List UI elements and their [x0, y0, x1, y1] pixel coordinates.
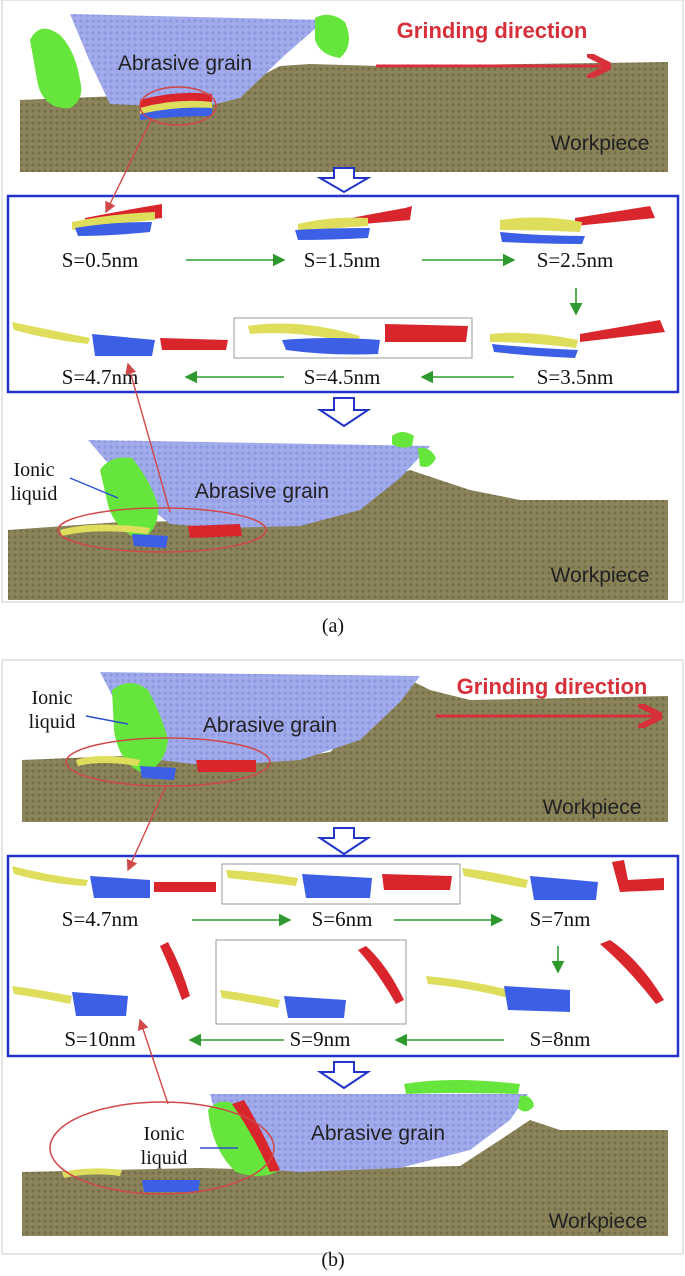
panel-b-sequence: S=4.7nm S=6nm S=7nm S=8nm S=9n — [6, 854, 680, 1058]
ionic-liquid-cluster-top — [518, 1095, 534, 1112]
workpiece-label: Workpiece — [543, 796, 642, 819]
snapshot-s9 — [220, 946, 404, 1018]
layer-yellow — [60, 524, 150, 536]
down-arrow-icon — [316, 167, 372, 194]
layer-blue — [142, 1180, 200, 1192]
layer-red — [140, 92, 212, 108]
callout-circle — [139, 86, 217, 126]
ionic-liquid-cluster-top — [418, 447, 436, 467]
snapshot-s05 — [72, 204, 162, 236]
grinding-direction-label: Grinding direction — [397, 18, 588, 43]
ionic-liquid-label: liquid — [141, 1147, 188, 1169]
snapshot-s7 — [462, 860, 664, 900]
sequence-frame — [6, 854, 680, 1058]
panel-b-bottom-snapshot: Abrasive grain Workpiece Ionic liquid — [22, 1080, 668, 1236]
layer-yellow — [140, 100, 212, 114]
layer-blue — [140, 766, 176, 780]
step-label: S=1.5nm — [304, 248, 381, 272]
callout-line — [126, 785, 167, 872]
abrasive-grain-shape — [70, 14, 325, 108]
ionic-liquid-cluster — [112, 683, 168, 772]
layer-yellow — [62, 1168, 122, 1178]
snapshot-s10 — [12, 942, 190, 1016]
callout-circle — [49, 1101, 275, 1195]
snapshot-s8 — [426, 940, 664, 1012]
layer-yellow — [76, 756, 140, 766]
snapshot-s6 — [226, 870, 452, 898]
ionic-liquid-cluster-top — [404, 1080, 520, 1094]
step-label: S=4.7nm — [62, 907, 139, 931]
step-label: S=9nm — [290, 1027, 351, 1051]
callout-line — [137, 1018, 169, 1105]
panel-caption: (a) — [322, 615, 344, 637]
layer-red — [196, 760, 256, 772]
ionic-liquid-pointer — [69, 477, 119, 499]
abrasive-grain-shape — [100, 672, 420, 766]
layer-blue — [140, 107, 212, 120]
down-arrow-icon — [316, 1061, 372, 1090]
ionic-liquid-label: Ionic — [13, 459, 54, 481]
layer-red — [232, 1100, 280, 1172]
workpiece-label: Workpiece — [551, 564, 650, 587]
step-label: S=8nm — [530, 1027, 591, 1051]
callout-line — [125, 362, 171, 513]
layer-blue — [132, 534, 168, 548]
abrasive-grain-label: Abrasive grain — [118, 52, 252, 75]
workpiece-slab — [8, 470, 668, 600]
snapshot-s47 — [12, 322, 228, 356]
panel-caption: (b) — [321, 1249, 344, 1271]
ionic-liquid-cluster-top — [392, 432, 414, 448]
step-label: S=4.5nm — [304, 365, 381, 389]
panel-a: Abrasive grain Workpiece Grinding direct… — [1, 0, 684, 637]
abrasive-grain-shape — [210, 1094, 528, 1172]
sequence-frame — [6, 194, 680, 394]
grinding-direction-label: Grinding direction — [457, 674, 648, 699]
callout-circle — [65, 737, 271, 787]
panel-b-top-snapshot: Abrasive grain Workpiece Ionic liquid Gr… — [22, 672, 668, 822]
highlight-box-s9 — [215, 939, 407, 1025]
step-label: S=0.5nm — [62, 248, 139, 272]
step-label: S=7nm — [530, 907, 591, 931]
workpiece-label: Workpiece — [551, 132, 650, 155]
panel-a-sequence: S=0.5nm S=1.5nm S=2.5nm S=3.5nm S=4.5nm … — [6, 194, 680, 394]
abrasive-grain-label: Abrasive grain — [311, 1122, 445, 1145]
step-label: S=2.5nm — [537, 248, 614, 272]
step-label: S=4.7nm — [62, 365, 139, 389]
highlight-box-s6 — [221, 863, 461, 905]
highlight-box-s45 — [233, 317, 473, 359]
snapshot-s15 — [295, 206, 412, 240]
abrasive-grain-label: Abrasive grain — [203, 714, 337, 737]
ionic-liquid-cluster — [208, 1101, 276, 1176]
workpiece-slab — [22, 1120, 668, 1236]
callout-line — [105, 117, 153, 214]
callout-circle — [57, 507, 267, 553]
step-label: S=3.5nm — [537, 365, 614, 389]
workpiece-label: Workpiece — [549, 1210, 648, 1233]
ionic-liquid-label: Ionic — [143, 1123, 184, 1145]
ionic-liquid-cluster — [30, 28, 82, 109]
ionic-liquid-label: liquid — [29, 711, 76, 733]
layer-red — [188, 524, 242, 538]
snapshot-s47 — [12, 866, 216, 898]
abrasive-grain-shape — [88, 440, 430, 528]
panel-a-bottom-snapshot: Abrasive grain Workpiece Ionic liquid — [8, 432, 668, 600]
snapshot-s35 — [490, 320, 665, 358]
down-arrow-icon — [316, 397, 372, 428]
ionic-liquid-cluster-top — [315, 14, 349, 59]
snapshot-s25 — [500, 206, 655, 244]
down-arrow-icon — [316, 827, 372, 856]
ionic-liquid-cluster — [100, 457, 159, 540]
step-label: S=10nm — [64, 1027, 135, 1051]
workpiece-slab — [20, 62, 668, 172]
ionic-liquid-label: liquid — [11, 483, 58, 505]
abrasive-grain-label: Abrasive grain — [195, 480, 329, 503]
panel-a-top-snapshot: Abrasive grain Workpiece Grinding direct… — [20, 14, 668, 172]
snapshot-s45 — [248, 323, 468, 355]
panel-b: Abrasive grain Workpiece Ionic liquid Gr… — [1, 659, 684, 1271]
step-label: S=6nm — [312, 907, 373, 931]
ionic-liquid-pointer — [85, 715, 129, 725]
ionic-liquid-label: Ionic — [31, 687, 72, 709]
